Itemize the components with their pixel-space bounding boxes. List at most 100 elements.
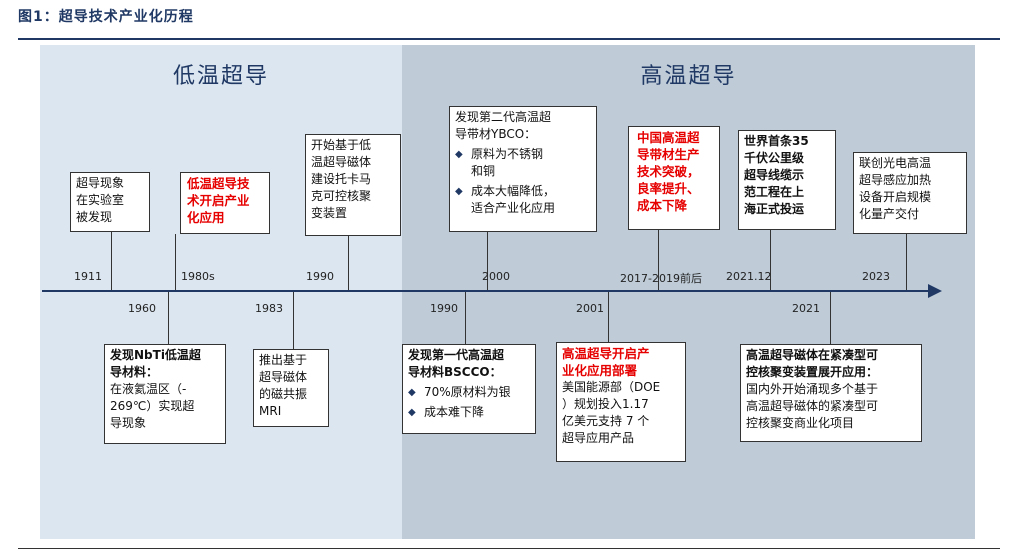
event-text: 千伏公里级 — [744, 151, 805, 165]
event-text: 海正式投运 — [744, 202, 805, 216]
event-text: 建设托卡马 — [311, 172, 372, 186]
event-text: 导现象 — [110, 416, 147, 430]
tick-1990b — [465, 292, 466, 344]
event-2017-box: 中国高温超 导带材生产 技术突破， 良率提升、 成本下降 — [628, 126, 720, 230]
year-label: 1980s — [181, 270, 215, 283]
event-text: 克可控核聚 — [311, 189, 372, 203]
bullet-item: ◆ 成本难下降 — [408, 404, 530, 421]
year-label: 2001 — [576, 302, 604, 315]
event-2000-box: 发现第二代高温超 导带材YBCO： ◆ 原料为不锈钢 和铜 ◆ 成本大幅降低， … — [449, 106, 597, 232]
bullet-text: 成本难下降 — [424, 405, 485, 419]
year-label: 2021 — [792, 302, 820, 315]
event-text: 国内外开始涌现多个基于 — [746, 382, 879, 396]
event-text: 变装置 — [311, 206, 348, 220]
event-text: 控核聚变商业化项目 — [746, 416, 855, 430]
tick-2021 — [830, 292, 831, 344]
event-1990a-box: 开始基于低 温超导磁体 建设托卡马 克可控核聚 变装置 — [305, 134, 401, 236]
event-text: ）规划投入1.17 — [562, 397, 649, 411]
event-text: 联创光电高温 — [859, 156, 932, 170]
diamond-bullet-icon: ◆ — [455, 186, 463, 197]
event-text: 温超导磁体 — [311, 155, 372, 169]
event-text: 低温超导技 — [187, 176, 250, 191]
tick-2023 — [906, 234, 907, 290]
bullet-text: 成本大幅降低， — [471, 184, 556, 198]
diamond-bullet-icon: ◆ — [455, 149, 463, 160]
event-text: 术开启产业 — [187, 193, 250, 208]
bullet-text: 70%原材料为银 — [424, 385, 511, 399]
event-text: 超导现象 — [76, 176, 125, 190]
event-1990b-box: 发现第一代高温超 导材料BSCCO： ◆ 70%原材料为银 ◆ 成本难下降 — [402, 344, 536, 434]
bullet-item: ◆ 原料为不锈钢 和铜 — [455, 146, 591, 180]
year-label: 2023 — [862, 270, 890, 283]
tick-2021-12 — [770, 230, 771, 290]
event-heading: 发现NbTi低温超 — [110, 348, 201, 362]
year-label: 1990 — [306, 270, 334, 283]
event-2021-12-box: 世界首条35 千伏公里级 超导线缆示 范工程在上 海正式投运 — [738, 130, 836, 230]
diamond-bullet-icon: ◆ — [408, 407, 416, 418]
event-text: 推出基于 — [259, 353, 308, 367]
event-text: 技术突破， — [637, 164, 700, 179]
event-heading: 业化应用部署 — [562, 363, 638, 378]
event-text: 范工程在上 — [744, 185, 805, 199]
event-text: 高温超导磁体的紧凑型可 — [746, 399, 879, 413]
low-temp-panel — [40, 45, 402, 539]
event-text: 开始基于低 — [311, 138, 372, 152]
event-heading: 导带材YBCO： — [455, 127, 537, 141]
event-2023-box: 联创光电高温 超导感应加热 设备开启规模 化量产交付 — [853, 152, 967, 234]
tick-1990a — [348, 236, 349, 290]
event-text: 成本下降 — [637, 198, 688, 213]
bottom-rule — [18, 548, 1000, 549]
year-label: 1990 — [430, 302, 458, 315]
tick-1980s — [175, 234, 176, 290]
event-heading: 发现第一代高温超 — [408, 348, 505, 362]
event-heading: 高温超导开启产 — [562, 346, 650, 361]
event-text: 世界首条35 — [744, 134, 809, 148]
bullet-item: ◆ 成本大幅降低， 适合产业化应用 — [455, 183, 591, 217]
event-text: 269℃）实现超 — [110, 399, 195, 413]
top-rule — [18, 38, 1000, 40]
event-text: 化量产交付 — [859, 207, 920, 221]
event-1983-box: 推出基于 超导磁体 的磁共振 MRI — [253, 349, 329, 427]
event-2021-box: 高温超导磁体在紧凑型可 控核聚变装置展开应用： 国内外开始涌现多个基于 高温超导… — [740, 344, 922, 442]
event-text: 亿美元支持 7 个 — [562, 414, 650, 428]
event-text: 超导感应加热 — [859, 173, 932, 187]
event-1980s-box: 低温超导技 术开启产业 化应用 — [180, 172, 270, 234]
tick-1911 — [111, 232, 112, 290]
event-text: 设备开启规模 — [859, 190, 932, 204]
event-text: 导带材生产 — [637, 147, 700, 162]
event-text: 美国能源部（DOE — [562, 380, 661, 394]
year-label: 1960 — [128, 302, 156, 315]
event-1960-box: 发现NbTi低温超 导材料： 在液氦温区（- 269℃）实现超 导现象 — [104, 344, 226, 444]
bullet-text: 和铜 — [471, 164, 496, 178]
bullet-text: 原料为不锈钢 — [471, 147, 544, 161]
event-text: 被发现 — [76, 210, 113, 224]
event-text: 超导线缆示 — [744, 168, 805, 182]
tick-2001 — [608, 292, 609, 342]
low-temp-heading: 低温超导 — [172, 64, 269, 89]
event-heading: 导材料： — [110, 365, 159, 379]
figure-title: 图1：超导技术产业化历程 — [18, 9, 194, 25]
event-text: 在实验室 — [76, 193, 125, 207]
timeline-axis — [42, 290, 932, 292]
event-text: 的磁共振 — [259, 387, 308, 401]
year-label: 1983 — [255, 302, 283, 315]
diamond-bullet-icon: ◆ — [408, 387, 416, 398]
event-heading: 高温超导磁体在紧凑型可 — [746, 348, 879, 362]
event-text: 超导磁体 — [259, 370, 308, 384]
tick-2017 — [658, 230, 659, 290]
arrow-right-icon — [928, 284, 942, 298]
event-text: 超导应用产品 — [562, 431, 635, 445]
tick-1960 — [168, 292, 169, 344]
bullet-text: 适合产业化应用 — [471, 201, 556, 215]
event-heading: 发现第二代高温超 — [455, 110, 552, 124]
event-text: MRI — [259, 404, 282, 418]
event-2001-box: 高温超导开启产 业化应用部署 美国能源部（DOE ）规划投入1.17 亿美元支持… — [556, 342, 686, 462]
year-label: 1911 — [74, 270, 102, 283]
tick-2000 — [487, 232, 488, 290]
event-heading: 控核聚变装置展开应用： — [746, 365, 879, 379]
event-text: 中国高温超 — [637, 130, 700, 145]
year-label: 2000 — [482, 270, 510, 283]
year-label: 2017-2019前后 — [620, 272, 702, 285]
tick-1983 — [293, 292, 294, 350]
event-text: 在液氦温区（- — [110, 382, 187, 396]
